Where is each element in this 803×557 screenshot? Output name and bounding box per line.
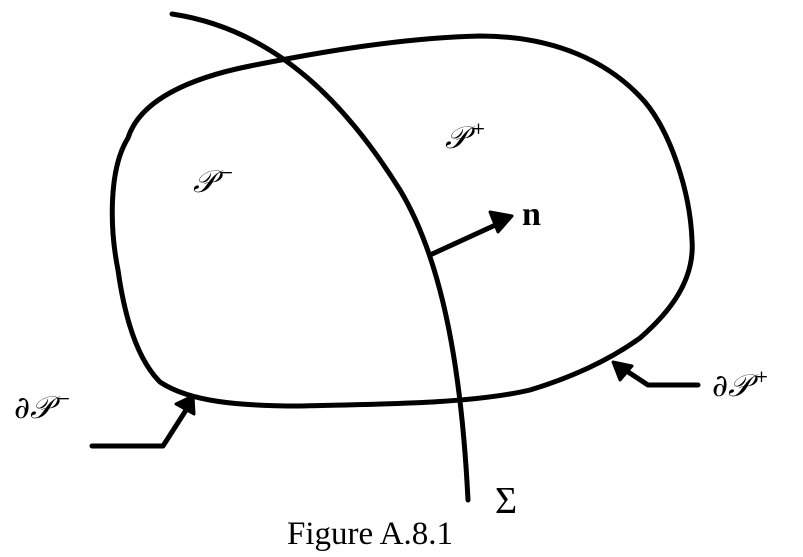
boundary-minus-label: ∂𝒫 − [14,389,71,426]
body-boundary [109,33,695,409]
boundary-minus-leader [89,404,191,449]
boundary-minus-arrowhead [174,394,196,416]
boundary-plus-leader [619,365,701,388]
normal-arrowhead [488,210,514,234]
figure-caption: Figure A.8.1 [287,516,453,552]
region-minus-label: 𝒫 − [193,163,234,200]
normal-label: n [522,196,541,233]
boundary-plus-label: ∂𝒫 + [712,367,769,404]
region-plus-label: 𝒫 + [445,119,486,156]
surface-sigma-label: Σ [495,480,517,522]
surface-sigma-curve [169,11,471,503]
boundary-plus-arrowhead [611,360,634,382]
normal-arrow-shaft [427,219,505,258]
